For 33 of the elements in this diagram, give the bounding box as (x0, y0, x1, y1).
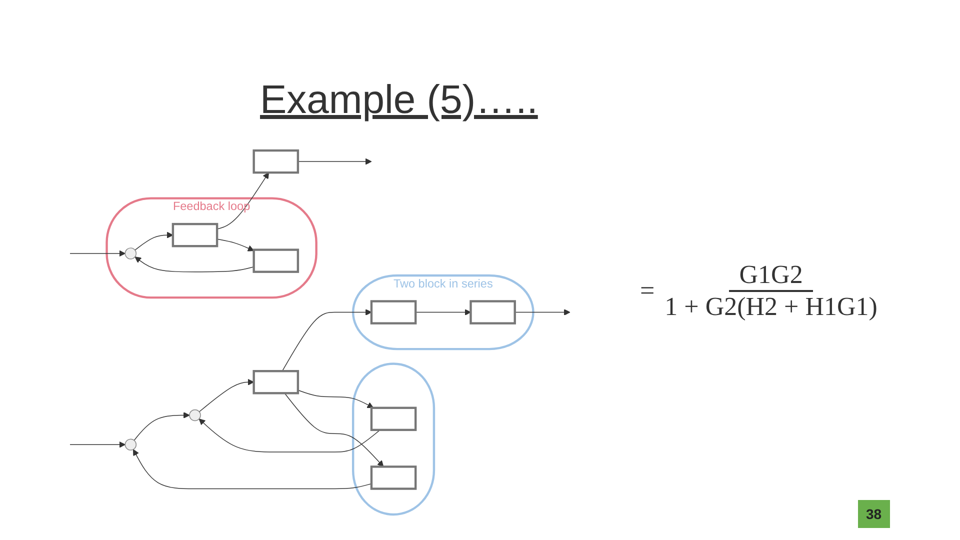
arrow (415, 309, 472, 316)
node-box (252, 248, 300, 273)
arrow (134, 256, 254, 272)
arrow (70, 250, 126, 257)
arrow (216, 238, 254, 252)
node-box (370, 300, 417, 324)
node-circle (124, 438, 137, 451)
fraction-numerator: G1G2 (729, 260, 813, 292)
arrow (298, 390, 374, 408)
node-box (370, 466, 417, 490)
node-box (370, 406, 417, 432)
arrow (216, 172, 270, 230)
arrow (198, 418, 380, 452)
node-box (252, 370, 300, 394)
arrow (298, 158, 372, 165)
node-circle (124, 248, 137, 260)
arrow (514, 309, 570, 316)
slide-title: Example (5)….. (260, 78, 538, 123)
arrow (133, 449, 372, 490)
page-number: 38 (858, 500, 890, 528)
cluster (352, 362, 436, 516)
node-box (172, 222, 218, 248)
node-circle (189, 409, 201, 422)
fraction-denominator: 1 + G2(H2 + H1G1) (664, 292, 878, 322)
arrow (134, 232, 174, 250)
node-box (252, 149, 300, 174)
arrow (282, 309, 372, 372)
arrow (284, 392, 384, 467)
arrow (70, 441, 126, 448)
equation-sign: = (640, 276, 655, 306)
arrow (134, 412, 190, 441)
arrow (198, 378, 254, 412)
node-box (470, 300, 516, 324)
